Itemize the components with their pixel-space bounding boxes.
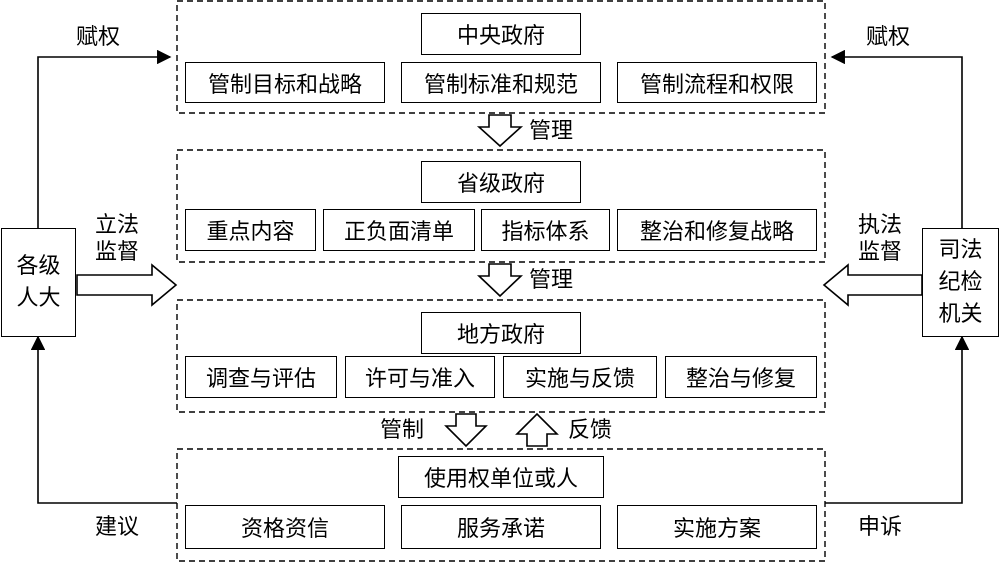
appeal-label: 申诉 bbox=[858, 515, 903, 540]
appeal-arrow bbox=[825, 335, 970, 504]
provincial-item-2: 正负面清单 bbox=[323, 209, 475, 251]
control-down-arrow bbox=[444, 413, 488, 448]
legislate-label-line-1: 立法 bbox=[95, 213, 140, 238]
empower-right-arrow bbox=[830, 49, 963, 228]
enforce-hollow-arrow bbox=[822, 263, 923, 307]
empower-left-arrow bbox=[37, 49, 172, 228]
central-item-3: 管制流程和权限 bbox=[617, 62, 817, 103]
user-tier-title: 使用权单位或人 bbox=[398, 456, 604, 498]
feedback-label: 反馈 bbox=[568, 418, 613, 443]
suggest-label: 建议 bbox=[95, 515, 140, 540]
manage-down-arrow-2 bbox=[477, 263, 523, 298]
provincial-item-1: 重点内容 bbox=[185, 209, 316, 251]
judicial-line-3: 机关 bbox=[938, 302, 983, 327]
legislate-hollow-arrow bbox=[76, 263, 178, 307]
user-item-3: 实施方案 bbox=[617, 505, 817, 549]
peoples-congress-box: 各级 人大 bbox=[1, 228, 76, 337]
local-tier-frame bbox=[176, 299, 826, 413]
enforce-label-line-2: 监督 bbox=[858, 240, 903, 265]
central-item-2: 管制标准和规范 bbox=[401, 62, 601, 103]
local-item-2: 许可与准入 bbox=[345, 356, 495, 398]
user-item-2: 服务承诺 bbox=[401, 505, 601, 549]
suggest-arrow bbox=[30, 335, 177, 504]
manage-down-arrow-1 bbox=[476, 114, 524, 148]
central-item-1: 管制目标和战略 bbox=[185, 62, 385, 103]
empower-right-label: 赋权 bbox=[866, 25, 911, 50]
judicial-line-2: 纪检 bbox=[938, 270, 983, 295]
judicial-discipline-box: 司法 纪检 机关 bbox=[922, 228, 999, 337]
legislate-label-line-2: 监督 bbox=[95, 240, 140, 265]
user-item-1: 资格资信 bbox=[185, 505, 385, 549]
provincial-item-3: 指标体系 bbox=[481, 209, 610, 251]
provincial-tier-frame bbox=[176, 149, 826, 263]
local-government-title: 地方政府 bbox=[421, 312, 581, 354]
central-government-title: 中央政府 bbox=[421, 13, 581, 55]
provincial-government-title: 省级政府 bbox=[421, 161, 581, 203]
central-tier-frame bbox=[176, 0, 826, 114]
feedback-up-arrow bbox=[515, 412, 559, 447]
control-label: 管制 bbox=[380, 418, 425, 443]
manage-label-2: 管理 bbox=[529, 268, 574, 293]
judicial-line-1: 司法 bbox=[938, 238, 983, 263]
user-tier-frame bbox=[176, 448, 826, 562]
peoples-congress-line-2: 人大 bbox=[16, 286, 61, 311]
enforce-label-line-1: 执法 bbox=[858, 213, 903, 238]
empower-left-label: 赋权 bbox=[76, 25, 121, 50]
local-item-3: 实施与反馈 bbox=[503, 356, 657, 398]
local-item-4: 整治与修复 bbox=[665, 356, 817, 398]
manage-label-1: 管理 bbox=[529, 119, 574, 144]
provincial-item-4: 整治和修复战略 bbox=[617, 209, 817, 251]
local-item-1: 调查与评估 bbox=[185, 356, 337, 398]
peoples-congress-line-1: 各级 bbox=[16, 254, 61, 279]
